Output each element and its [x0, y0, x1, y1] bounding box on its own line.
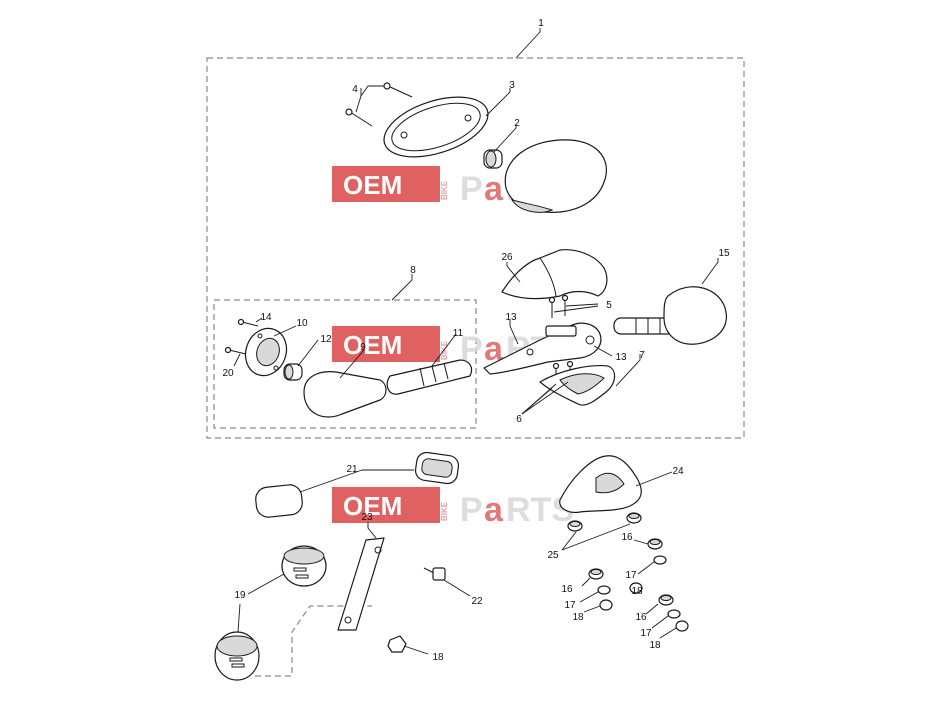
callout-26: 26 [501, 252, 513, 263]
callout-17-c: 17 [640, 628, 652, 639]
part-15-indicator [613, 286, 727, 345]
part-22-bolt [423, 567, 446, 581]
callout-16-a: 16 [621, 532, 633, 543]
svg-text:P: P [460, 491, 483, 529]
callout-1: 1 [538, 18, 544, 29]
part-16-grommet-a [647, 538, 663, 550]
part-16-grommet-c [658, 594, 674, 606]
callout-18-c: 18 [649, 640, 661, 651]
callout-2: 2 [514, 118, 520, 129]
callout-19: 19 [234, 590, 246, 601]
part-20-screw [224, 346, 247, 355]
svg-text:OEM: OEM [343, 170, 402, 200]
callout-16-b: 16 [561, 584, 573, 595]
svg-text:P: P [460, 330, 483, 368]
leader-lines [233, 28, 719, 655]
callout-4: 4 [352, 84, 358, 95]
callout-12: 12 [320, 334, 332, 345]
part-18-spacer-b [599, 599, 613, 611]
callout-25: 25 [547, 550, 559, 561]
mounting-bracket [483, 322, 602, 375]
callout-17-a: 17 [625, 570, 637, 581]
assembly-1-boundary [206, 57, 745, 439]
callout-13-right: 13 [615, 352, 627, 363]
part-26-cover [501, 249, 608, 300]
part-16-grommet-b [588, 568, 604, 580]
callout-22: 22 [471, 596, 483, 607]
part-19-lamp-cap-upper [281, 545, 327, 587]
callout-7: 7 [639, 350, 645, 361]
part-24-cover [559, 455, 642, 513]
callout-8: 8 [410, 265, 416, 276]
part-14-screw [237, 318, 259, 327]
svg-text:BIKE: BIKE [440, 501, 449, 521]
watermark-bottom: OEM BIKE P a RTS [332, 487, 574, 529]
callout-18-b: 18 [572, 612, 584, 623]
callout-16-c: 16 [635, 612, 647, 623]
part-17-washer-a [653, 555, 667, 565]
callout-18-a: 18 [631, 586, 643, 597]
callout-15: 15 [718, 248, 730, 259]
part-25-grommet-a [567, 520, 583, 532]
callout-labels: 1 4 3 2 8 26 5 15 13 13 7 6 14 10 12 9 1… [222, 18, 730, 663]
callout-20: 20 [222, 368, 234, 379]
part-18-spacer-a [629, 582, 643, 594]
part-19-lamp-cap-lower [214, 631, 260, 681]
callout-23: 23 [361, 512, 373, 523]
part-25-grommet-b [626, 512, 642, 524]
callout-18-d: 18 [432, 652, 444, 663]
callout-11: 11 [453, 328, 464, 339]
part-10-socket-housing [244, 327, 288, 377]
callout-9: 9 [360, 342, 366, 353]
part-23-strap [337, 537, 385, 631]
callout-6: 6 [516, 414, 522, 425]
part-21-lens-large [255, 484, 303, 518]
part-3-lens-plate [383, 96, 489, 158]
svg-text:OEM: OEM [343, 491, 402, 521]
callout-13-left: 13 [505, 312, 517, 323]
callout-21: 21 [346, 464, 358, 475]
svg-text:BIKE: BIKE [440, 180, 449, 200]
callout-5: 5 [606, 300, 612, 311]
part-2-bulb [483, 149, 503, 169]
svg-text:P: P [460, 170, 483, 208]
part-7-lower-cover [539, 365, 616, 406]
assembly-8-boundary [213, 299, 477, 429]
part-18-spacer-c [675, 620, 689, 632]
svg-text:a: a [484, 330, 504, 368]
svg-text:OEM: OEM [343, 330, 402, 360]
svg-text:a: a [484, 170, 504, 208]
part-5-screws [548, 294, 569, 318]
part-4-screws [345, 82, 413, 127]
callout-10: 10 [296, 318, 308, 329]
svg-text:a: a [484, 491, 504, 529]
part-18-nut [387, 635, 407, 653]
callout-3: 3 [509, 80, 515, 91]
callout-24: 24 [672, 466, 684, 477]
part-21-lens-small [414, 451, 460, 485]
part-17-washer-c [667, 609, 681, 619]
callout-14: 14 [260, 312, 272, 323]
callout-17-b: 17 [564, 600, 576, 611]
svg-text:BIKE: BIKE [440, 340, 449, 360]
tail-lamp-housing [504, 139, 607, 213]
part-11-indicator-stalk [386, 359, 473, 395]
part-12-bulb [283, 363, 303, 381]
part-9-indicator-lens [303, 371, 387, 418]
cable-dashed-link [255, 605, 372, 677]
part-17-washer-b [597, 585, 611, 595]
